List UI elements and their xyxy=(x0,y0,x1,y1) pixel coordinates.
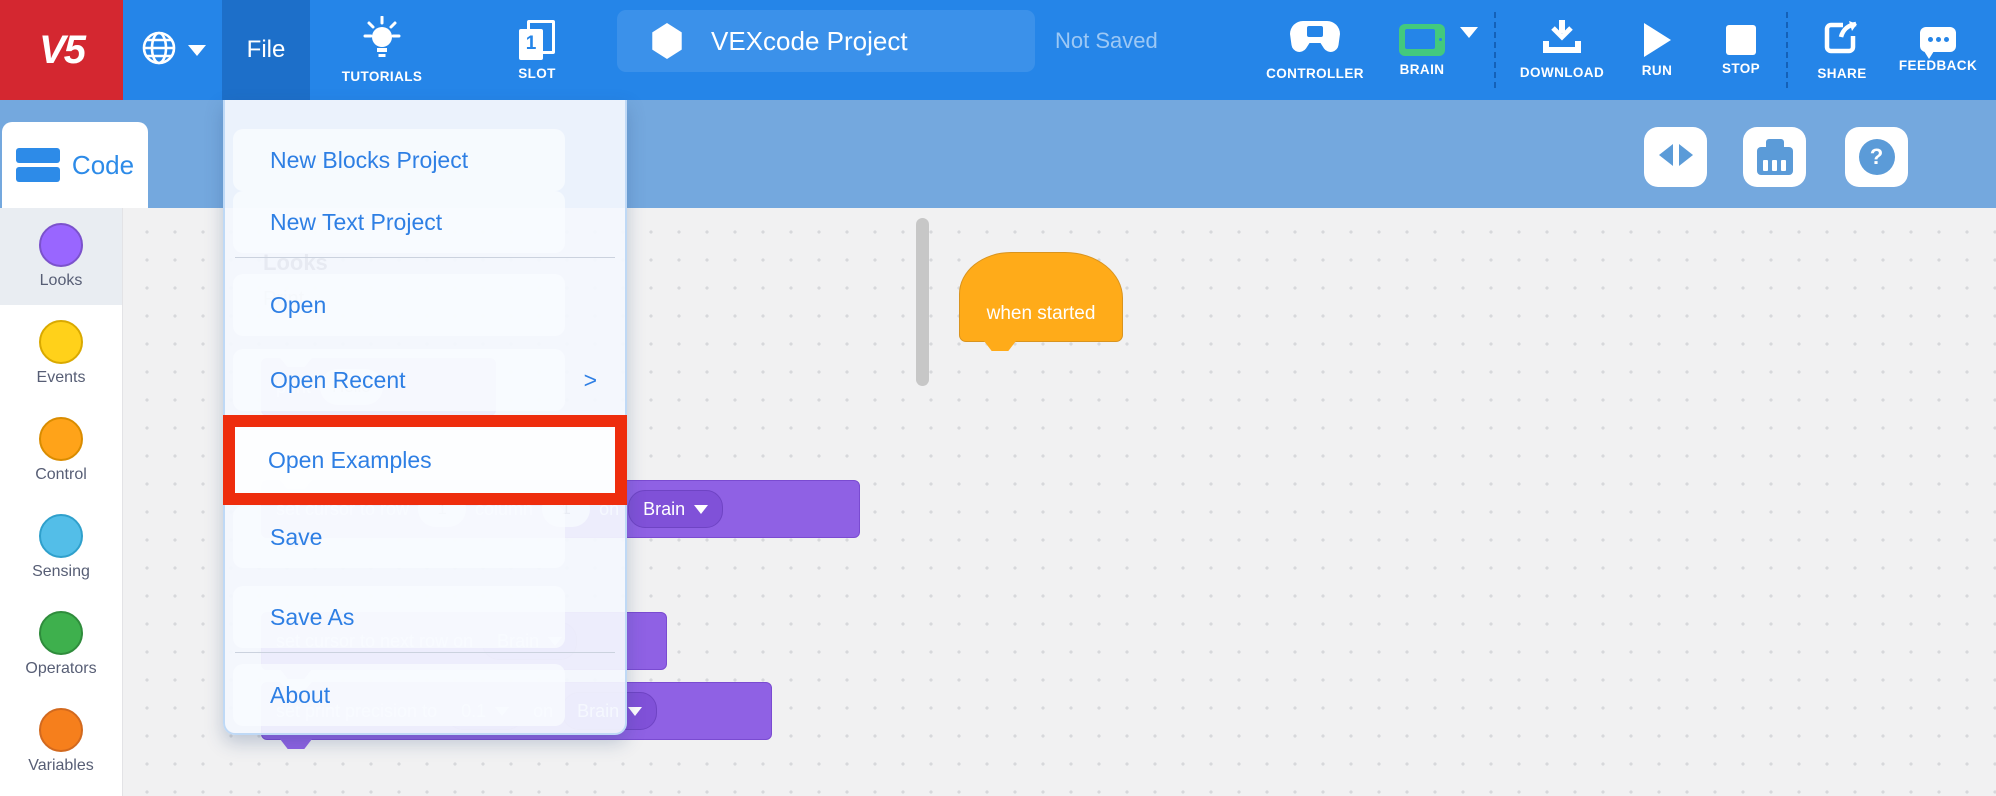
tutorials-label: TUTORIALS xyxy=(341,69,423,84)
category-circle-icon xyxy=(39,708,83,752)
block-dropdown[interactable]: Brain xyxy=(628,490,724,528)
code-view-toggle-button[interactable] xyxy=(1644,127,1707,187)
v5-logo: V5 xyxy=(0,0,123,100)
slot-button[interactable]: 1 SLOT xyxy=(495,0,579,100)
slot-icon: 1 xyxy=(519,19,555,60)
print-console-button[interactable] xyxy=(1743,127,1806,187)
menu-item-new-blocks-project[interactable]: New Blocks Project xyxy=(233,129,565,191)
stop-label: STOP xyxy=(1721,60,1761,76)
sidebar-item-sensing[interactable]: Sensing xyxy=(0,499,122,596)
project-title: VEXcode Project xyxy=(711,25,908,56)
share-icon xyxy=(1823,19,1861,60)
category-label: Looks xyxy=(39,272,83,289)
slot-number: 1 xyxy=(519,28,543,60)
menu-item-open[interactable]: Open xyxy=(233,274,565,336)
file-menu-dropdown: New Blocks Project New Text Project Open… xyxy=(223,100,627,735)
toolbar-divider xyxy=(1494,12,1496,88)
download-button[interactable]: DOWNLOAD xyxy=(1514,0,1610,100)
palette-scrollbar[interactable] xyxy=(916,218,929,386)
v5-logo-text: V5 xyxy=(39,27,86,72)
file-menu-label: File xyxy=(246,36,286,63)
save-status: Not Saved xyxy=(1055,28,1158,53)
chevron-down-icon xyxy=(187,44,206,56)
slot-label: SLOT xyxy=(518,65,556,81)
menu-item-open-examples-highlighted[interactable]: Open Examples xyxy=(223,415,627,505)
controller-button[interactable]: CONTROLLER xyxy=(1255,0,1375,100)
chevron-down-icon xyxy=(628,706,643,716)
sidebar-item-operators[interactable]: Operators xyxy=(0,596,122,693)
download-label: DOWNLOAD xyxy=(1519,65,1605,80)
language-button[interactable] xyxy=(123,0,222,100)
gamepad-icon xyxy=(1287,19,1343,60)
category-circle-icon xyxy=(39,417,83,461)
feedback-label: FEEDBACK xyxy=(1898,58,1978,73)
submenu-arrow-icon: > xyxy=(583,366,597,393)
sidebar-item-events[interactable]: Events xyxy=(0,305,122,402)
run-label: RUN xyxy=(1641,62,1673,78)
menu-item-about[interactable]: About xyxy=(233,664,565,726)
project-title-box[interactable]: VEXcode Project xyxy=(617,10,1035,72)
controller-label: CONTROLLER xyxy=(1266,66,1364,81)
menu-item-new-text-project[interactable]: New Text Project xyxy=(233,191,565,253)
tutorials-button[interactable]: TUTORIALS xyxy=(318,0,446,100)
category-label: Variables xyxy=(28,757,94,774)
tab-code[interactable]: Code xyxy=(2,122,148,208)
download-icon xyxy=(1542,20,1582,59)
lightbulb-icon xyxy=(362,15,402,63)
category-label: Operators xyxy=(25,660,97,677)
globe-icon xyxy=(140,29,178,72)
brain-label: BRAIN xyxy=(1399,61,1445,77)
hexagon-icon xyxy=(652,23,682,59)
block-label: when started xyxy=(986,303,1096,324)
code-brackets-icon xyxy=(1654,136,1698,179)
brain-icon xyxy=(1399,23,1445,56)
file-menu-button[interactable]: File xyxy=(222,0,310,100)
help-button[interactable]: ? xyxy=(1845,127,1908,187)
share-button[interactable]: SHARE xyxy=(1806,0,1878,100)
menu-separator xyxy=(235,257,615,258)
category-sidebar: Looks Events Control Sensing Operators V… xyxy=(0,208,122,796)
code-tab-label: Code xyxy=(71,149,135,180)
stop-button[interactable]: STOP xyxy=(1706,0,1776,100)
menu-item-save-as[interactable]: Save As xyxy=(233,586,565,648)
block-when-started[interactable]: when started xyxy=(959,252,1123,342)
menu-separator xyxy=(235,652,615,653)
category-circle-icon xyxy=(39,320,83,364)
category-circle-icon xyxy=(39,514,83,558)
sidebar-item-looks[interactable]: Looks xyxy=(0,208,122,305)
toolbar-divider xyxy=(1786,12,1788,88)
brain-button[interactable]: BRAIN xyxy=(1383,0,1461,100)
play-icon xyxy=(1643,22,1671,57)
menu-item-save[interactable]: Save xyxy=(233,506,565,568)
dropdown-value: Brain xyxy=(643,498,686,519)
category-label: Events xyxy=(36,369,86,386)
console-icon xyxy=(1756,139,1793,175)
menu-item-open-recent[interactable]: Open Recent xyxy=(233,349,565,411)
help-icon: ? xyxy=(1858,139,1895,175)
sidebar-item-control[interactable]: Control xyxy=(0,402,122,499)
run-button[interactable]: RUN xyxy=(1622,0,1692,100)
category-label: Sensing xyxy=(32,563,90,580)
chevron-down-icon xyxy=(694,504,709,514)
category-circle-icon xyxy=(39,223,83,267)
brain-chevron-down-icon[interactable] xyxy=(1460,27,1478,56)
top-toolbar: V5 File xyxy=(0,0,1996,100)
sidebar-item-variables[interactable]: Variables xyxy=(0,693,122,790)
blocks-icon xyxy=(15,148,60,182)
share-label: SHARE xyxy=(1817,66,1867,81)
category-circle-icon xyxy=(39,611,83,655)
feedback-button[interactable]: FEEDBACK xyxy=(1888,0,1988,100)
feedback-icon xyxy=(1920,27,1956,59)
stop-icon xyxy=(1726,24,1756,55)
category-label: Control xyxy=(35,466,87,483)
